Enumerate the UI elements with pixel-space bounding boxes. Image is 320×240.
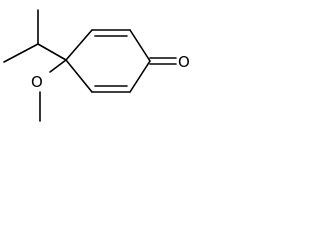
bond-c1-c2: [65, 29, 93, 61]
bond-c6-c1: [65, 59, 93, 93]
bond-c3-c4: [129, 29, 151, 62]
structure-canvas: O O: [0, 0, 201, 126]
skeletal-formula: O O: [3, 9, 190, 122]
bond-c1-isopropyl-ch: [37, 43, 67, 61]
carbonyl-oxygen-label: O: [178, 53, 190, 71]
bond-c1-ether-oxygen: [49, 59, 67, 73]
bond-isopropyl-methyl-left: [3, 43, 39, 63]
bond-c4-c5: [129, 60, 151, 93]
ether-oxygen-label: O: [31, 73, 43, 91]
